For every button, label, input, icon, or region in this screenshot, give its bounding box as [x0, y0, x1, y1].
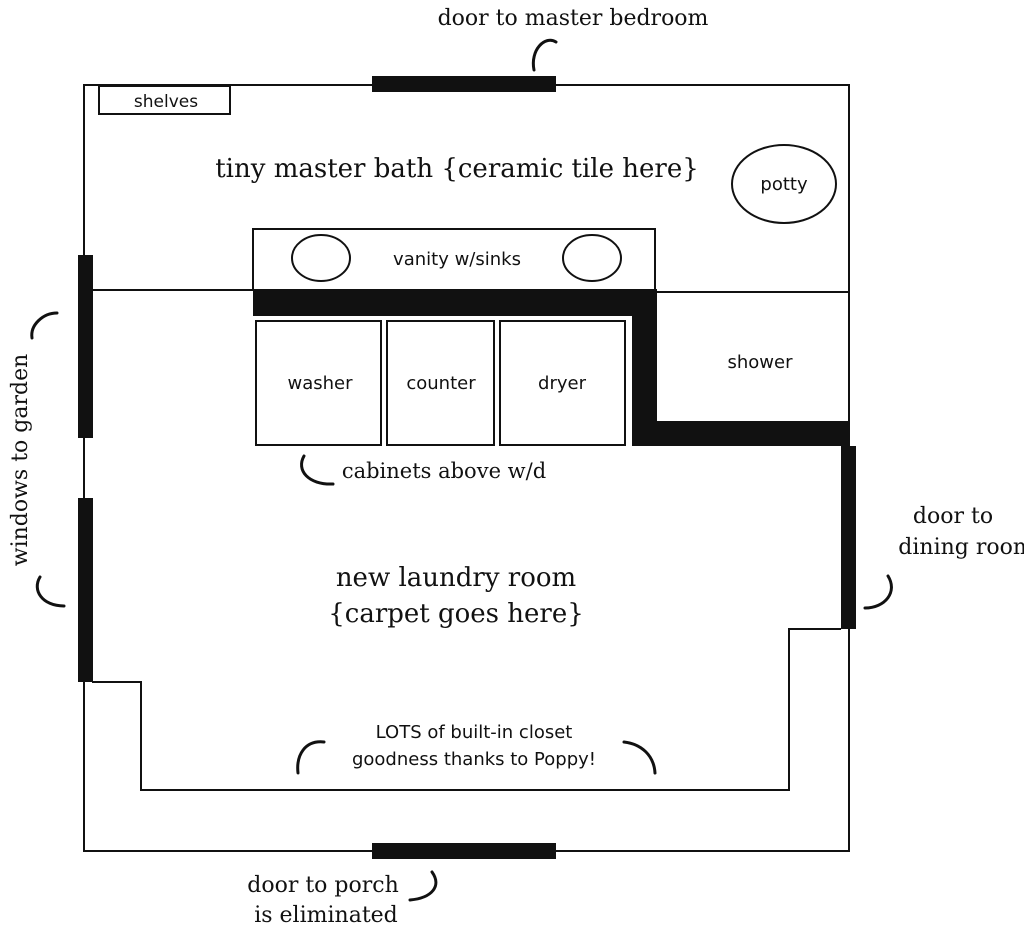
label-porch-line2: is eliminated [254, 903, 398, 928]
window-lower [78, 498, 93, 682]
curl-master-bedroom [531, 38, 558, 72]
label-counter: counter [406, 373, 476, 394]
label-washer: washer [287, 373, 353, 394]
dryer-box [499, 320, 626, 446]
counter-box [386, 320, 495, 446]
washer-box [255, 320, 382, 446]
potty-shape [731, 144, 837, 224]
curl-cabinets [300, 454, 335, 486]
sink-right [562, 234, 622, 282]
closet-outline [92, 628, 841, 791]
shower-wall [253, 289, 849, 446]
label-door-master-bedroom: door to master bedroom [438, 6, 709, 31]
label-closet-line2: goodness thanks to Poppy! [352, 749, 596, 770]
curl-dining-room [863, 574, 893, 610]
label-closet-line1: LOTS of built-in closet [376, 722, 573, 743]
label-porch-line1: door to porch [247, 873, 399, 898]
shelves-box [98, 85, 231, 115]
label-windows: windows to garden [8, 354, 33, 567]
door-porch [372, 843, 556, 859]
curl-windows-bottom [35, 575, 66, 608]
door-dining-room [841, 446, 856, 629]
label-shower: shower [728, 352, 794, 373]
label-cabinets: cabinets above w/d [342, 459, 546, 483]
label-door-dining-line1: door to [913, 504, 993, 529]
curl-closet-left [296, 740, 326, 775]
label-shelves: shelves [134, 92, 198, 112]
window-upper [78, 255, 93, 438]
label-door-dining-line2: dining room [898, 535, 1024, 560]
door-master-bedroom [372, 76, 556, 92]
label-potty: potty [760, 174, 808, 195]
curl-closet-right [622, 740, 657, 775]
label-master-bath: tiny master bath {ceramic tile here} [215, 154, 699, 184]
curl-windows-top [30, 311, 59, 340]
label-dryer: dryer [538, 373, 587, 394]
label-laundry-line2: {carpet goes here} [328, 599, 584, 629]
label-vanity: vanity w/sinks [393, 249, 521, 270]
sink-left [291, 234, 351, 282]
curl-porch [408, 870, 438, 902]
label-laundry-line1: new laundry room [336, 563, 576, 593]
